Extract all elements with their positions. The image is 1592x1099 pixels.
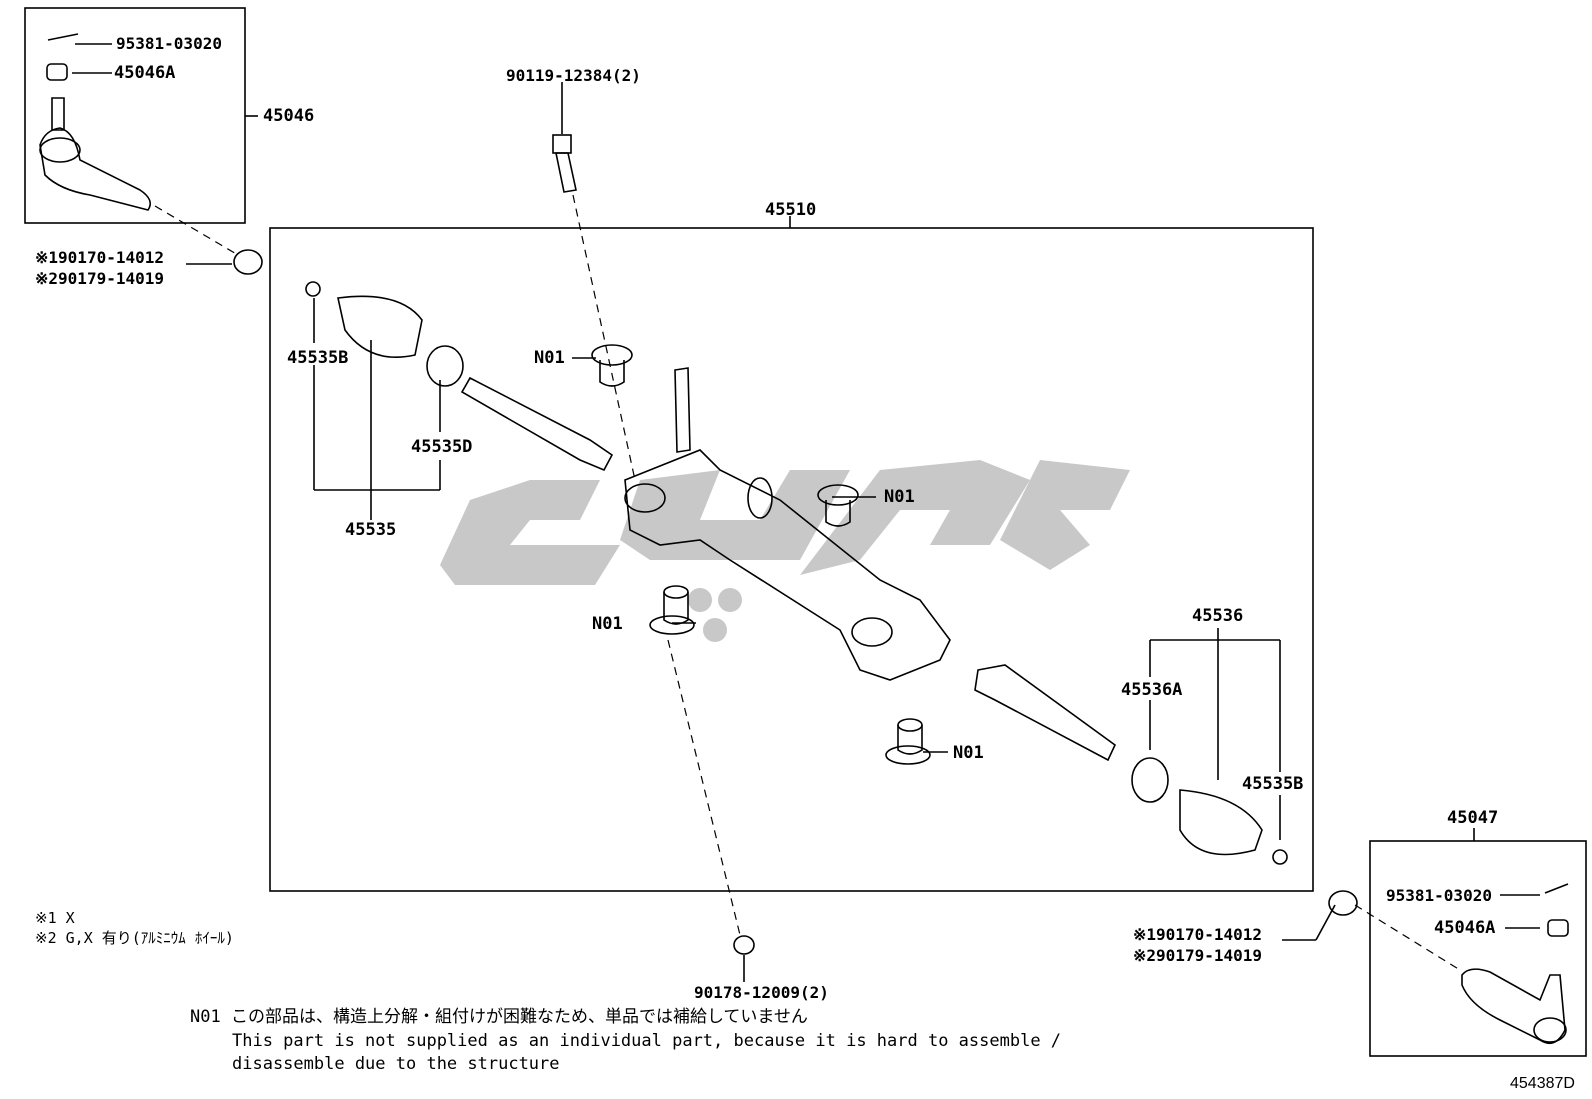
diagram-code: 454387D <box>1510 1075 1575 1092</box>
n01-note-english-line2: disassemble due to the structure <box>232 1054 560 1074</box>
steering-boot-left <box>305 281 464 387</box>
label-n01-2: N01 <box>884 487 915 507</box>
bushing-n01-2 <box>817 484 859 527</box>
label-190170-right: ※190170-14012 <box>1133 925 1262 944</box>
label-90178-12009: 90178-12009(2) <box>694 983 829 1002</box>
tie-rod-end-right-box <box>1369 840 1587 1057</box>
bushing-n01-4 <box>885 718 931 765</box>
label-45535: 45535 <box>345 520 397 540</box>
rack-housing <box>624 367 951 681</box>
rack-assembly-box <box>269 227 1314 892</box>
footnote-1: ※1 X <box>35 909 75 927</box>
label-95381-03020-right: 95381-03020 <box>1386 886 1492 905</box>
steering-boot-right <box>1131 757 1288 865</box>
watermark-logo <box>440 460 1130 642</box>
label-90119-12384: 90119-12384(2) <box>506 66 641 85</box>
tie-rod-end-right <box>1461 883 1569 1045</box>
inner-tie-rod-left <box>460 376 614 472</box>
label-45047: 45047 <box>1447 808 1499 828</box>
footnote-2: ※2 G,X 有り(ｱﾙﾐﾆｳﾑ ﾎｲｰﾙ) <box>35 929 234 947</box>
label-45535d: 45535D <box>411 437 473 457</box>
mounting-bolt <box>552 134 577 193</box>
label-45536: 45536 <box>1192 606 1244 626</box>
label-n01-1: N01 <box>534 348 565 368</box>
castle-nut-left <box>233 249 263 275</box>
inner-tie-rod-right <box>974 664 1117 762</box>
label-95381-03020-left: 95381-03020 <box>116 34 222 53</box>
n01-note-english-line1: This part is not supplied as an individu… <box>232 1031 1062 1051</box>
label-45510: 45510 <box>765 200 817 220</box>
label-45535b-left: 45535B <box>287 348 349 368</box>
label-45046a-right: 45046A <box>1434 918 1496 938</box>
label-45046a-left: 45046A <box>114 63 176 83</box>
label-n01-4: N01 <box>953 743 984 763</box>
n01-note-japanese: N01 この部品は、構造上分解・組付けが困難なため、単品では補給していません <box>190 1007 808 1027</box>
tie-rod-end-left <box>39 33 151 211</box>
label-290179-right: ※290179-14019 <box>1133 946 1262 965</box>
bushing-n01-3 <box>649 585 695 635</box>
bottom-nut <box>733 935 755 955</box>
label-290179-left: ※290179-14019 <box>35 269 164 288</box>
castle-nut-right <box>1328 890 1358 916</box>
label-n01-3: N01 <box>592 614 623 634</box>
bushing-n01-1 <box>591 344 633 387</box>
label-45535b-right: 45535B <box>1242 774 1304 794</box>
label-190170-left: ※190170-14012 <box>35 248 164 267</box>
label-45536a: 45536A <box>1121 680 1183 700</box>
label-45046: 45046 <box>263 106 315 126</box>
